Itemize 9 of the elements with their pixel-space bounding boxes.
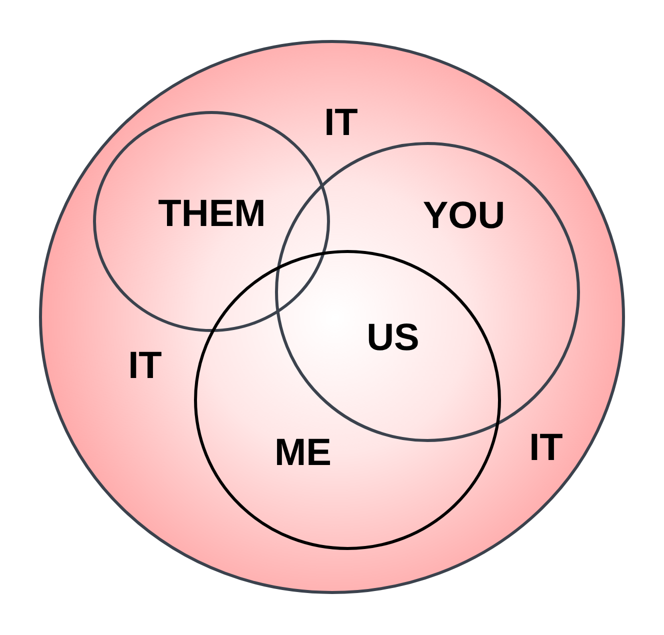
set-label: ME <box>274 434 332 472</box>
set-label: US <box>366 319 420 357</box>
set-label: THEM <box>158 195 266 233</box>
region-label: IT <box>529 429 563 467</box>
region-label: IT <box>128 347 162 385</box>
region-label: IT <box>324 104 358 142</box>
set-ellipse <box>194 250 501 550</box>
set-label: YOU <box>422 197 506 235</box>
outer-set-ellipse <box>39 40 625 594</box>
